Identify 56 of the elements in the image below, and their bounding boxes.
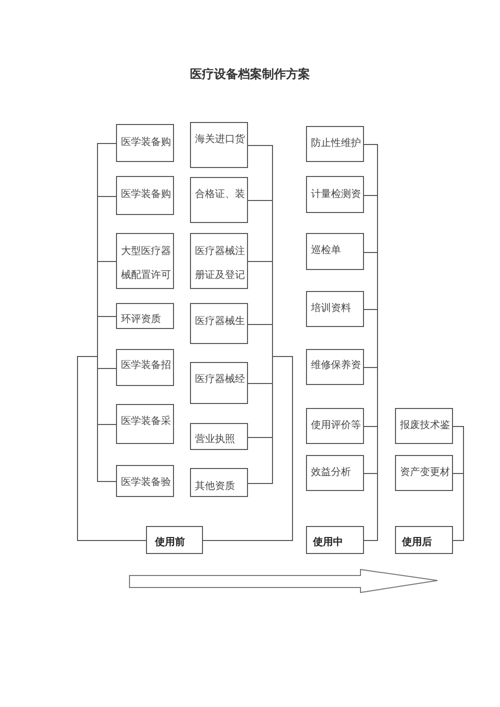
process-box [190, 423, 248, 450]
process-box [116, 124, 174, 162]
box-label: 医学装备招 [121, 360, 171, 372]
box-label: 医学装备购 [121, 137, 171, 149]
connector-line [364, 473, 378, 541]
process-box [306, 291, 364, 327]
box-label: 维修保养资 [311, 360, 361, 372]
process-box [190, 177, 248, 223]
process-box [395, 455, 453, 491]
box-label: 效益分析 [311, 467, 352, 479]
box-label: 营业执照 [195, 434, 236, 446]
process-box [306, 233, 364, 270]
process-box [190, 362, 248, 404]
process-box [116, 404, 174, 444]
process-box [306, 349, 364, 385]
phase-label: 使用前 [155, 537, 186, 549]
process-box [395, 408, 453, 444]
box-label: 资产变更材 [400, 467, 450, 479]
box-label: 环评资质 [121, 314, 162, 326]
process-box [190, 303, 248, 344]
process-box [116, 233, 174, 289]
phase-label: 使用后 [402, 537, 433, 549]
process-box [116, 465, 174, 497]
box-label: 其他资质 [195, 481, 236, 493]
connector-line [77, 356, 146, 541]
phase-box [306, 526, 364, 554]
box-label: 医学装备验 [121, 477, 171, 489]
box-label: 合格证、装 [195, 189, 245, 201]
box-label: 医学装备采 [121, 416, 171, 428]
phase-box [395, 526, 453, 554]
box-label: 医疗器械生 [195, 316, 245, 328]
process-box [116, 176, 174, 215]
process-box [190, 468, 248, 497]
process-box [306, 455, 364, 491]
process-box [306, 126, 364, 162]
box-label: 巡检单 [311, 245, 342, 257]
process-box [116, 349, 174, 386]
process-box [116, 303, 174, 329]
box-label: 使用评价等 [311, 420, 361, 432]
box-label: 医疗器械注册证及登记 [195, 244, 245, 283]
phase-box [146, 526, 203, 554]
box-label: 海关进口货 [195, 134, 245, 146]
box-label: 培训资料 [311, 303, 352, 315]
process-box [190, 122, 248, 168]
box-label: 报废技术鉴 [400, 420, 450, 432]
box-label: 计量检测资 [311, 189, 361, 201]
connector-line [452, 473, 464, 541]
box-label: 防止性维护 [311, 138, 361, 150]
box-label: 医学装备购 [121, 189, 171, 201]
process-box [190, 233, 248, 289]
box-label: 医疗器械经 [195, 374, 245, 386]
phase-label: 使用中 [313, 537, 344, 549]
process-box [306, 176, 364, 213]
diagram-title: 医疗设备档案制作方案 [190, 66, 310, 82]
process-box [306, 408, 364, 444]
box-label: 大型医疗器械配置许可 [121, 244, 171, 283]
